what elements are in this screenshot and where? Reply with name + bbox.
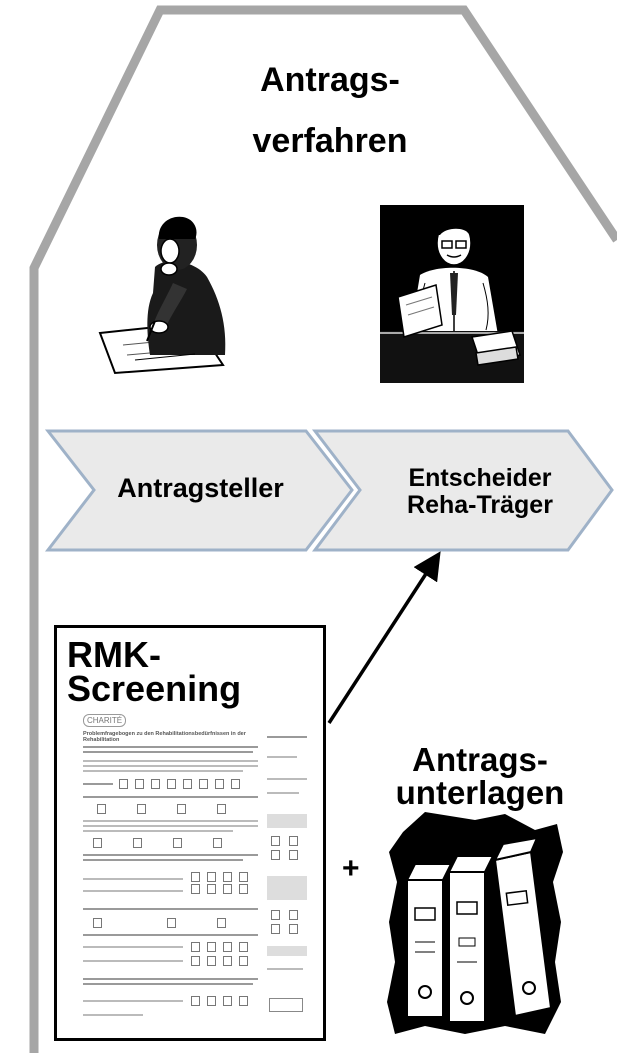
binders-icon [387,812,563,1034]
form-header: CHARITÉ [83,714,127,727]
screening-document: RMK- Screening CHARITÉ Problemfragebogen… [54,625,326,1041]
step-decider-label-line-2: Reha-Träger [407,491,553,519]
person-writing-icon [98,216,226,375]
form-heading: Problemfragebogen zu den Rehabilitations… [83,731,246,744]
documents-label-line-2: unterlagen [395,774,565,811]
step-applicant-label: Antragsteller [117,473,284,503]
process-chevrons [44,429,614,552]
arrow-up-right-icon [327,551,441,724]
chevron-applicant [44,429,354,552]
screening-title-line-2: Screening [67,668,242,709]
screening-title-line-1: RMK- [67,634,161,675]
diagram-title-line-2: verfahren [252,122,408,160]
diagram-title-line-1: Antrags- [260,61,400,99]
documents-label-line-1: Antrags- [412,741,548,778]
step-decider-label-line-1: Entscheider [408,464,552,492]
person-at-desk-icon [380,205,524,383]
chevron-decider [311,429,614,552]
plus-sign: + [342,852,360,885]
